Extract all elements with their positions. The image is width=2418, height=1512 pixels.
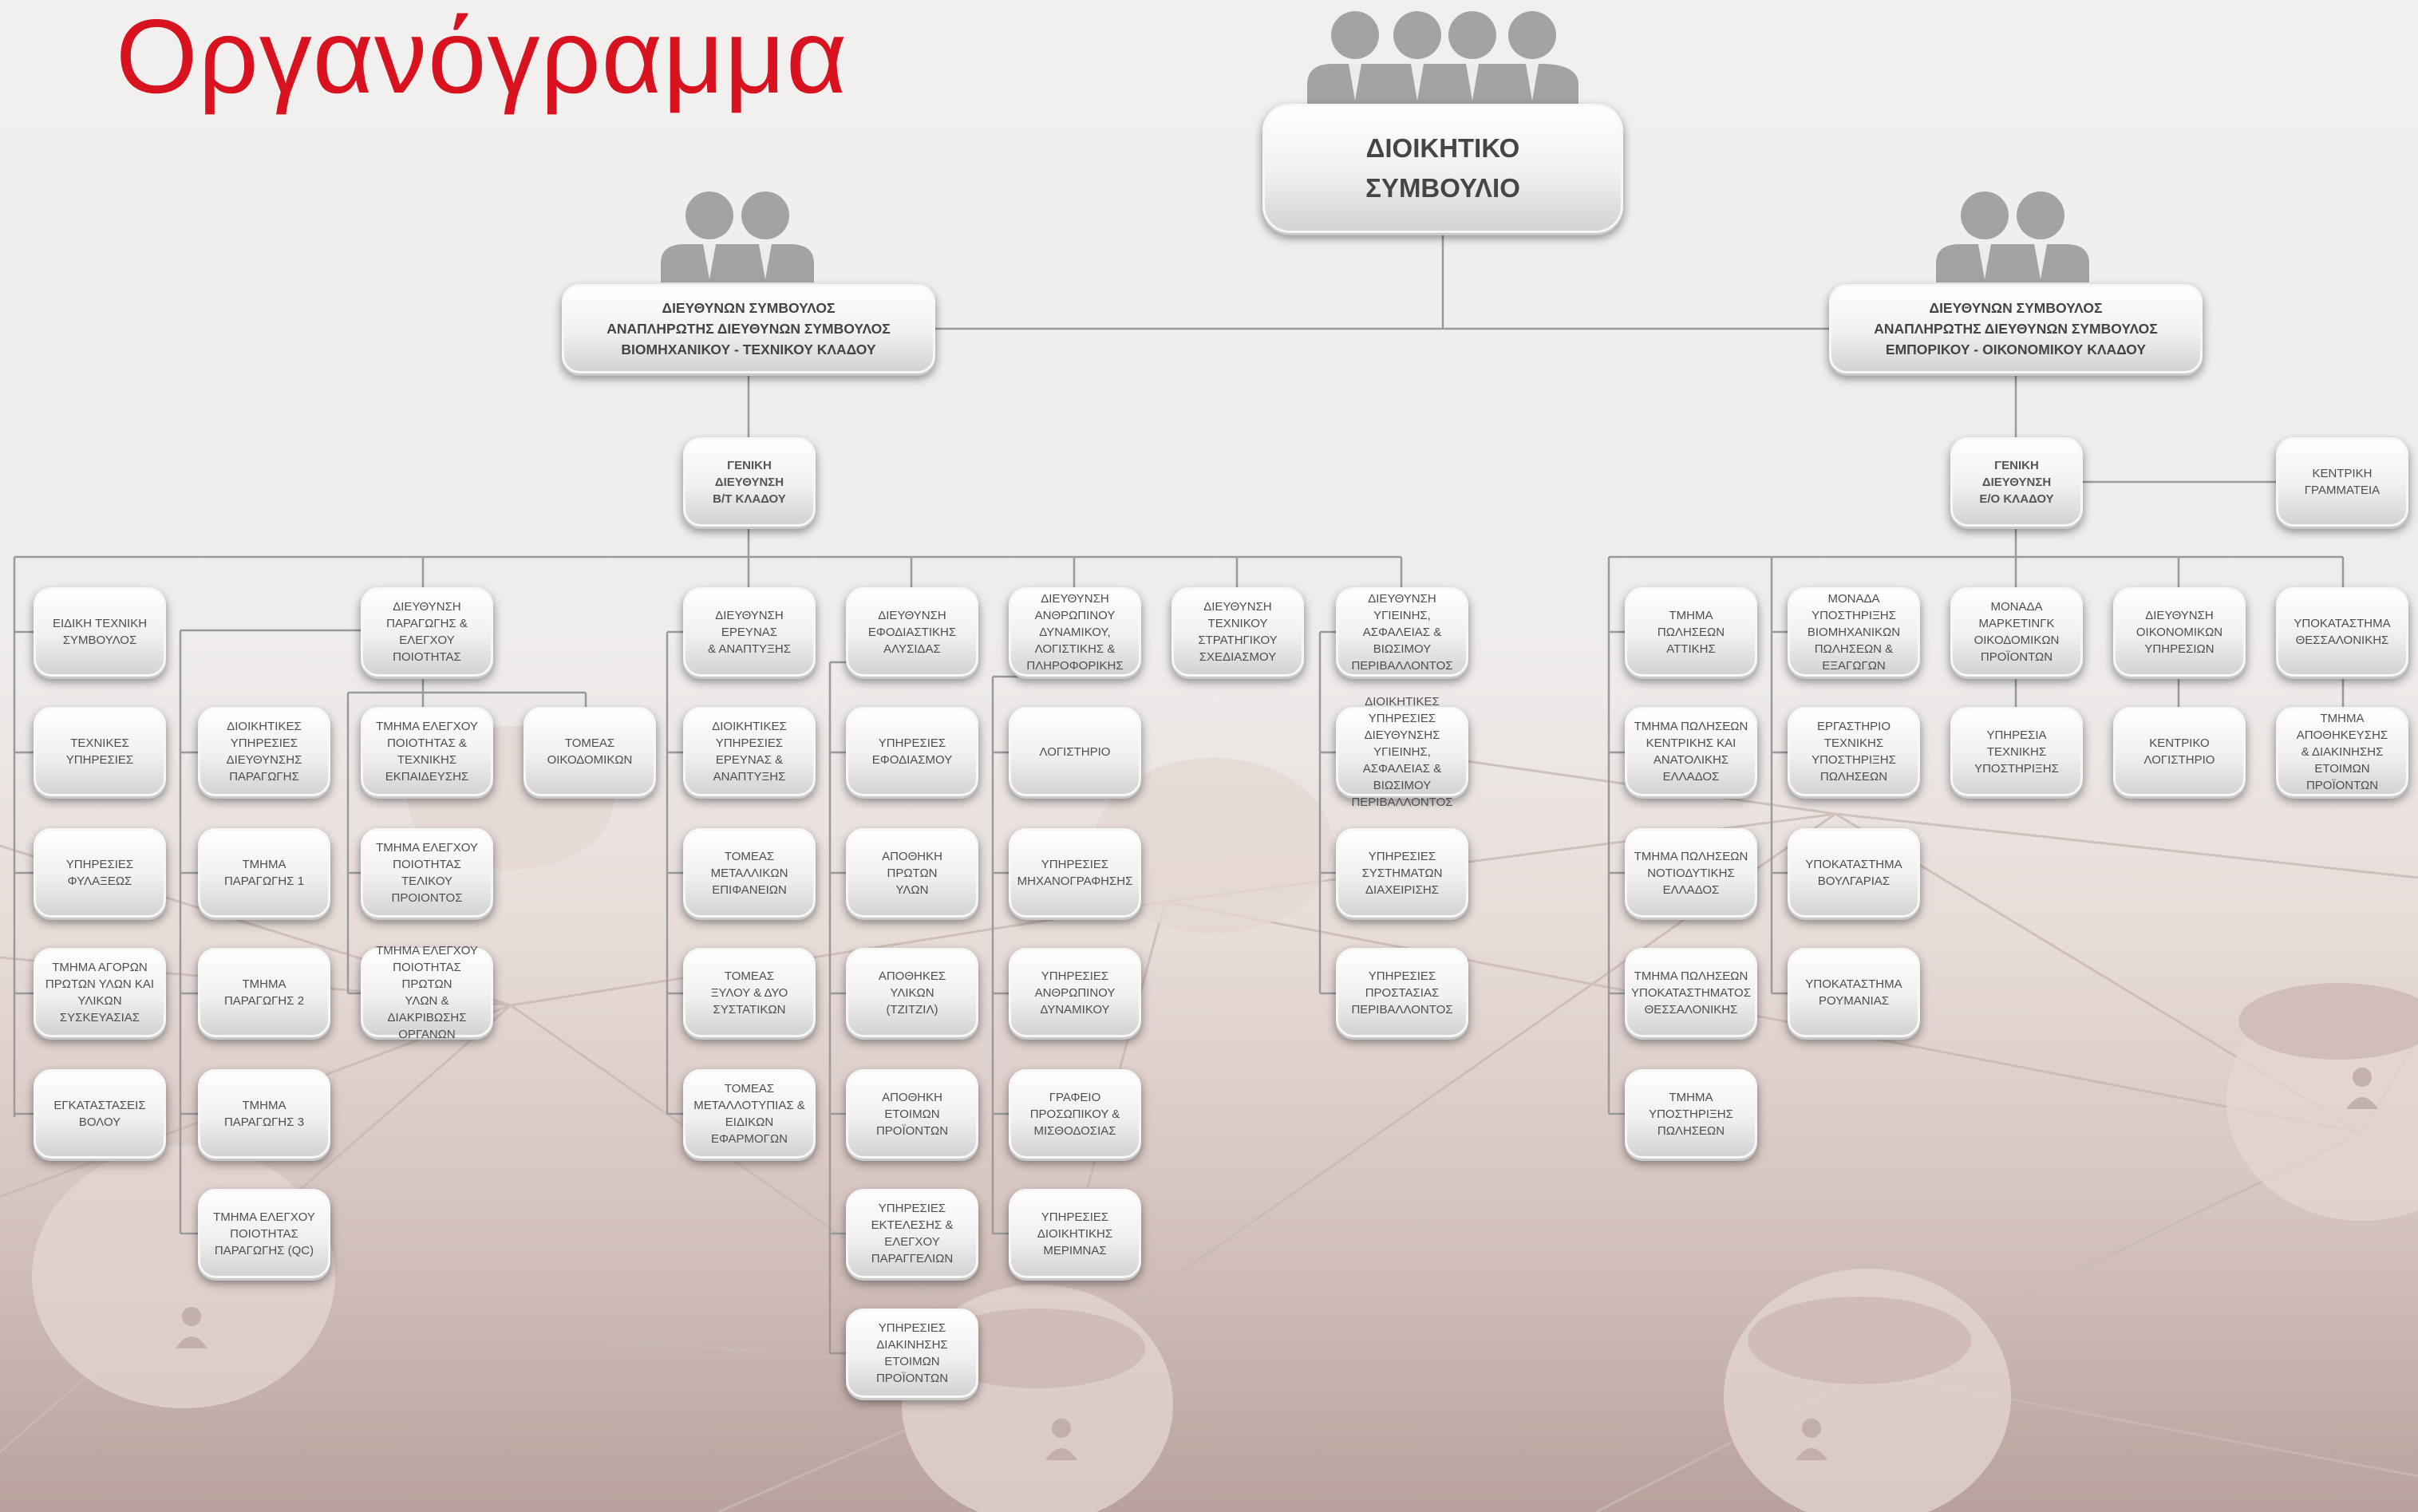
- org-unit-c8-1: ΔΙΕΥΘΥΝΣΗ ΤΕΧΝΙΚΟΥ ΣΤΡΑΤΗΓΙΚΟΥ ΣΧΕΔΙΑΣΜΟ…: [1171, 587, 1304, 677]
- board-of-directors-box: ΔΙΟΙΚΗΤΙΚΟ ΣΥΜΒΟΥΛΙΟ: [1262, 104, 1623, 233]
- org-unit-r2-3: ΥΠΟΚΑΤΑΣΤΗΜΑ ΒΟΥΛΓΑΡΙΑΣ: [1788, 828, 1920, 918]
- org-unit-r4-2: ΚΕΝΤΡΙΚΟ ΛΟΓΙΣΤΗΡΙΟ: [2113, 707, 2246, 796]
- org-unit-c3-4: ΤΜΗΜΑ ΕΛΕΓΧΟΥ ΠΟΙΟΤΗΤΑΣ ΠΡΩΤΩΝ ΥΛΩΝ & ΔΙ…: [361, 944, 493, 1041]
- org-unit-c1-3: ΥΠΗΡΕΣΙΕΣ ΦΥΛΑΞΕΩΣ: [34, 828, 166, 918]
- org-unit-c3-1: ΔΙΕΥΘΥΝΣΗ ΠΑΡΑΓΩΓΗΣ & ΕΛΕΓΧΟΥ ΠΟΙΟΤΗΤΑΣ: [361, 587, 493, 677]
- org-unit-r5-1: ΥΠΟΚΑΤΑΣΤΗΜΑ ΘΕΣΣΑΛΟΝΙΚΗΣ: [2276, 587, 2408, 677]
- org-unit-r2-1: ΜΟΝΑΔΑ ΥΠΟΣΤΗΡΙΞΗΣ ΒΙΟΜΗΧΑΝΙΚΩΝ ΠΩΛΗΣΕΩΝ…: [1788, 587, 1920, 677]
- org-unit-c3-2: ΤΜΗΜΑ ΕΛΕΓΧΟΥ ΠΟΙΟΤΗΤΑΣ & ΤΕΧΝΙΚΗΣ ΕΚΠΑΙ…: [361, 707, 493, 796]
- org-unit-c5-1: ΔΙΕΥΘΥΝΣΗ ΕΡΕΥΝΑΣ & ΑΝΑΠΤΥΞΗΣ: [683, 587, 816, 677]
- org-unit-c1-2: ΤΕΧΝΙΚΕΣ ΥΠΗΡΕΣΙΕΣ: [34, 707, 166, 796]
- org-unit-c9-4: ΥΠΗΡΕΣΙΕΣ ΠΡΟΣΤΑΣΙΑΣ ΠΕΡΙΒΑΛΛΟΝΤΟΣ: [1336, 948, 1468, 1037]
- org-unit-r1-3: ΤΜΗΜΑ ΠΩΛΗΣΕΩΝ ΝΟΤΙΟΔΥΤΙΚΗΣ ΕΛΛΑΔΟΣ: [1625, 828, 1757, 918]
- board-people-icon: [1307, 11, 1578, 105]
- org-unit-c5-4: ΤΟΜΕΑΣ ΞΥΛΟΥ & ΔΥΟ ΣΥΣΤΑΤΙΚΩΝ: [683, 948, 816, 1037]
- org-unit-c6-5: ΑΠΟΘΗΚΗ ΕΤΟΙΜΩΝ ΠΡΟΪΟΝΤΩΝ: [846, 1069, 978, 1159]
- org-unit-c9-3: ΥΠΗΡΕΣΙΕΣ ΣΥΣΤΗΜΑΤΩΝ ΔΙΑΧΕΙΡΙΣΗΣ: [1336, 828, 1468, 918]
- right-exec-box: ΔΙΕΥΘΥΝΩΝ ΣΥΜΒΟΥΛΟΣ ΑΝΑΠΛΗΡΩΤΗΣ ΔΙΕΥΘΥΝΩ…: [1829, 284, 2203, 373]
- org-unit-c2-4: ΤΜΗΜΑ ΠΑΡΑΓΩΓΗΣ 3: [198, 1069, 330, 1159]
- org-unit-c2-1: ΔΙΟΙΚΗΤΙΚΕΣ ΥΠΗΡΕΣΙΕΣ ΔΙΕΥΘΥΝΣΗΣ ΠΑΡΑΓΩΓ…: [198, 707, 330, 796]
- org-unit-c5-3: ΤΟΜΕΑΣ ΜΕΤΑΛΛΙΚΩΝ ΕΠΙΦΑΝΕΙΩΝ: [683, 828, 816, 918]
- right-general-management-box: ΓΕΝΙΚΗ ΔΙΕΥΘΥΝΣΗ Ε/Ο ΚΛΑΔΟΥ: [1950, 437, 2083, 527]
- org-unit-r2-4: ΥΠΟΚΑΤΑΣΤΗΜΑ ΡΟΥΜΑΝΙΑΣ: [1788, 948, 1920, 1037]
- org-unit-c1-1: ΕΙΔΙΚΗ ΤΕΧΝΙΚΗ ΣΥΜΒΟΥΛΟΣ: [34, 587, 166, 677]
- org-unit-c6-6: ΥΠΗΡΕΣΙΕΣ ΕΚΤΕΛΕΣΗΣ & ΕΛΕΓΧΟΥ ΠΑΡΑΓΓΕΛΙΩ…: [846, 1189, 978, 1278]
- org-unit-c1-5: ΕΓΚΑΤΑΣΤΑΣΕΙΣ ΒΟΛΟΥ: [34, 1069, 166, 1159]
- org-unit-r4-1: ΔΙΕΥΘΥΝΣΗ ΟΙΚΟΝΟΜΙΚΩΝ ΥΠΗΡΕΣΙΩΝ: [2113, 587, 2246, 677]
- org-unit-c2-3: ΤΜΗΜΑ ΠΑΡΑΓΩΓΗΣ 2: [198, 948, 330, 1037]
- left-exec-box: ΔΙΕΥΘΥΝΩΝ ΣΥΜΒΟΥΛΟΣ ΑΝΑΠΛΗΡΩΤΗΣ ΔΙΕΥΘΥΝΩ…: [562, 284, 935, 373]
- right-exec-people-icon: [1936, 191, 2089, 282]
- org-unit-c1-4: ΤΜΗΜΑ ΑΓΟΡΩΝ ΠΡΩΤΩΝ ΥΛΩΝ ΚΑΙ ΥΛΙΚΩΝ ΣΥΣΚ…: [34, 948, 166, 1037]
- left-exec-people-icon: [661, 191, 814, 282]
- org-unit-r1-5: ΤΜΗΜΑ ΥΠΟΣΤΗΡΙΞΗΣ ΠΩΛΗΣΕΩΝ: [1625, 1069, 1757, 1159]
- org-unit-c7-6: ΥΠΗΡΕΣΙΕΣ ΔΙΟΙΚΗΤΙΚΗΣ ΜΕΡΙΜΝΑΣ: [1009, 1189, 1141, 1278]
- org-unit-r3-1: ΜΟΝΑΔΑ ΜΑΡΚΕΤΙΝΓΚ ΟΙΚΟΔΟΜΙΚΩΝ ΠΡΟΪΟΝΤΩΝ: [1950, 587, 2083, 677]
- org-unit-r1-1: ΤΜΗΜΑ ΠΩΛΗΣΕΩΝ ΑΤΤΙΚΗΣ: [1625, 587, 1757, 677]
- org-unit-c4-1: ΤΟΜΕΑΣ ΟΙΚΟΔΟΜΙΚΩΝ: [524, 707, 656, 796]
- left-general-management-box: ΓΕΝΙΚΗ ΔΙΕΥΘΥΝΣΗ Β/Τ ΚΛΑΔΟΥ: [683, 437, 816, 527]
- page-title: Οργανόγραμμα: [116, 0, 848, 115]
- org-unit-c2-2: ΤΜΗΜΑ ΠΑΡΑΓΩΓΗΣ 1: [198, 828, 330, 918]
- org-unit-c6-2: ΥΠΗΡΕΣΙΕΣ ΕΦΟΔΙΑΣΜΟΥ: [846, 707, 978, 796]
- org-unit-c9-2: ΔΙΟΙΚΗΤΙΚΕΣ ΥΠΗΡΕΣΙΕΣ ΔΙΕΥΘΥΝΣΗΣ ΥΓΙΕΙΝΗ…: [1336, 695, 1468, 809]
- org-unit-r2-2: ΕΡΓΑΣΤΗΡΙΟ ΤΕΧΝΙΚΗΣ ΥΠΟΣΤΗΡΙΞΗΣ ΠΩΛΗΣΕΩΝ: [1788, 707, 1920, 796]
- org-unit-r5-2: ΤΜΗΜΑ ΑΠΟΘΗΚΕΥΣΗΣ & ΔΙΑΚΙΝΗΣΗΣ ΕΤΟΙΜΩΝ Π…: [2276, 707, 2408, 796]
- org-unit-c3-3: ΤΜΗΜΑ ΕΛΕΓΧΟΥ ΠΟΙΟΤΗΤΑΣ ΤΕΛΙΚΟΥ ΠΡΟΙΟΝΤΟ…: [361, 828, 493, 918]
- org-unit-r1-2: ΤΜΗΜΑ ΠΩΛΗΣΕΩΝ ΚΕΝΤΡΙΚΗΣ ΚΑΙ ΑΝΑΤΟΛΙΚΗΣ …: [1625, 707, 1757, 796]
- org-unit-c7-5: ΓΡΑΦΕΙΟ ΠΡΟΣΩΠΙΚΟΥ & ΜΙΣΘΟΔΟΣΙΑΣ: [1009, 1069, 1141, 1159]
- org-unit-r3-2: ΥΠΗΡΕΣΙΑ ΤΕΧΝΙΚΗΣ ΥΠΟΣΤΗΡΙΞΗΣ: [1950, 707, 2083, 796]
- org-unit-c6-1: ΔΙΕΥΘΥΝΣΗ ΕΦΟΔΙΑΣΤΙΚΗΣ ΑΛΥΣΙΔΑΣ: [846, 587, 978, 677]
- org-unit-c7-1: ΔΙΕΥΘΥΝΣΗ ΑΝΘΡΩΠΙΝΟΥ ΔΥΝΑΜΙΚΟΥ, ΛΟΓΙΣΤΙΚ…: [1009, 587, 1141, 677]
- org-unit-c7-3: ΥΠΗΡΕΣΙΕΣ ΜΗΧΑΝΟΓΡΑΦΗΣΗΣ: [1009, 828, 1141, 918]
- org-unit-c7-4: ΥΠΗΡΕΣΙΕΣ ΑΝΘΡΩΠΙΝΟΥ ΔΥΝΑΜΙΚΟΥ: [1009, 948, 1141, 1037]
- central-secretariat-box: ΚΕΝΤΡΙΚΗ ΓΡΑΜΜΑΤΕΙΑ: [2276, 437, 2408, 527]
- org-unit-c7-2: ΛΟΓΙΣΤΗΡΙΟ: [1009, 707, 1141, 796]
- org-unit-c9-1: ΔΙΕΥΘΥΝΣΗ ΥΓΙΕΙΝΗΣ, ΑΣΦΑΛΕΙΑΣ & ΒΙΩΣΙΜΟΥ…: [1336, 587, 1468, 677]
- org-unit-r1-4: ΤΜΗΜΑ ΠΩΛΗΣΕΩΝ ΥΠΟΚΑΤΑΣΤΗΜΑΤΟΣ ΘΕΣΣΑΛΟΝΙ…: [1625, 948, 1757, 1037]
- org-unit-c5-2: ΔΙΟΙΚΗΤΙΚΕΣ ΥΠΗΡΕΣΙΕΣ ΕΡΕΥΝΑΣ & ΑΝΑΠΤΥΞΗ…: [683, 707, 816, 796]
- org-unit-c2-5: ΤΜΗΜΑ ΕΛΕΓΧΟΥ ΠΟΙΟΤΗΤΑΣ ΠΑΡΑΓΩΓΗΣ (QC): [198, 1189, 330, 1278]
- org-unit-c6-3: ΑΠΟΘΗΚΗ ΠΡΩΤΩΝ ΥΛΩΝ: [846, 828, 978, 918]
- org-unit-c6-7: ΥΠΗΡΕΣΙΕΣ ΔΙΑΚΙΝΗΣΗΣ ΕΤΟΙΜΩΝ ΠΡΟΪΟΝΤΩΝ: [846, 1309, 978, 1398]
- org-unit-c5-5: ΤΟΜΕΑΣ ΜΕΤΑΛΛΟΤΥΠΙΑΣ & ΕΙΔΙΚΩΝ ΕΦΑΡΜΟΓΩΝ: [683, 1069, 816, 1159]
- org-unit-c6-4: ΑΠΟΘΗΚΕΣ ΥΛΙΚΩΝ (ΤΖΙΤΖΙΛ): [846, 948, 978, 1037]
